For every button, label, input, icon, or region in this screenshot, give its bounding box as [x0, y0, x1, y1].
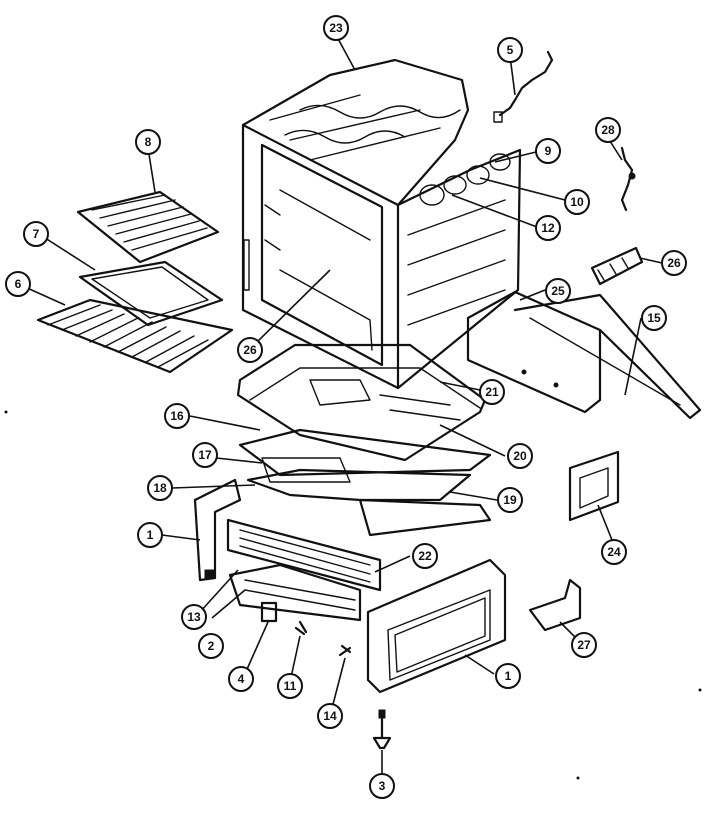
svg-text:3: 3	[379, 779, 386, 793]
callout-22: 22	[412, 543, 438, 569]
callout-23: 23	[323, 15, 349, 41]
side-and-back-panels	[466, 290, 702, 420]
callout-24: 24	[601, 539, 627, 565]
oven-rack	[36, 298, 234, 374]
svg-text:7: 7	[33, 227, 40, 241]
junction-box	[568, 450, 620, 522]
svg-text:21: 21	[485, 385, 499, 399]
svg-text:18: 18	[153, 481, 167, 495]
svg-text:12: 12	[541, 221, 555, 235]
svg-text:20: 20	[513, 449, 527, 463]
small-hardware	[260, 601, 392, 750]
storage-drawer	[228, 563, 362, 622]
callout-7: 7	[23, 221, 49, 247]
oven-body	[241, 58, 522, 390]
callout-6: 6	[5, 271, 31, 297]
callout-4: 4	[228, 666, 254, 692]
leg-bracket-left	[193, 478, 242, 582]
callout-2: 2	[198, 633, 224, 659]
anti-tip-bracket	[528, 578, 582, 632]
drawer-panel	[366, 558, 507, 694]
callout-5: 5	[497, 37, 523, 63]
svg-text:5: 5	[507, 43, 514, 57]
callout-27: 27	[571, 632, 597, 658]
svg-text:26: 26	[667, 256, 681, 270]
svg-text:17: 17	[198, 448, 212, 462]
callout-26-right: 26	[661, 250, 687, 276]
callout-16: 16	[164, 403, 190, 429]
svg-text:11: 11	[284, 679, 297, 693]
svg-text:6: 6	[15, 277, 22, 291]
callout-21: 21	[479, 379, 505, 405]
svg-text:15: 15	[647, 311, 661, 325]
burner-assembly	[238, 428, 492, 537]
callouts: 23 5 8 9 28 10 7 12	[5, 15, 687, 799]
oven-bottom	[236, 343, 487, 462]
callout-8: 8	[135, 129, 161, 155]
callout-15: 15	[641, 305, 667, 331]
callout-9: 9	[535, 138, 561, 164]
callout-11: 11	[277, 673, 303, 699]
svg-text:13: 13	[187, 610, 201, 624]
callout-12: 12	[535, 215, 561, 241]
callout-28: 28	[595, 117, 621, 143]
callout-14: 14	[317, 703, 343, 729]
svg-text:28: 28	[601, 123, 615, 137]
svg-text:16: 16	[170, 409, 184, 423]
leader-lines	[24, 34, 663, 782]
drawer-front-frame	[226, 518, 382, 592]
callout-18: 18	[147, 475, 173, 501]
broil-pan	[78, 260, 224, 327]
svg-text:1: 1	[505, 669, 512, 683]
svg-text:27: 27	[577, 638, 591, 652]
svg-text:23: 23	[329, 21, 343, 35]
broil-pan-insert	[76, 190, 220, 264]
callout-1-right: 1	[495, 663, 521, 689]
svg-text:9: 9	[545, 144, 552, 158]
callout-10: 10	[564, 189, 590, 215]
power-cord-part	[493, 50, 554, 123]
svg-text:10: 10	[570, 195, 584, 209]
callout-13: 13	[181, 604, 207, 630]
callout-19: 19	[497, 487, 523, 513]
callout-25: 25	[545, 278, 571, 304]
callout-26-left: 26	[237, 337, 263, 363]
callout-20: 20	[507, 443, 533, 469]
svg-text:22: 22	[418, 549, 432, 563]
callout-1-left: 1	[137, 522, 163, 548]
svg-text:14: 14	[323, 709, 337, 723]
hinge-bracket	[590, 246, 644, 286]
svg-text:26: 26	[243, 343, 257, 357]
svg-text:2: 2	[208, 639, 215, 653]
svg-text:19: 19	[503, 493, 517, 507]
svg-text:1: 1	[147, 528, 154, 542]
svg-text:24: 24	[607, 545, 621, 559]
svg-text:25: 25	[551, 284, 565, 298]
callout-17: 17	[192, 442, 218, 468]
wire-part	[620, 146, 636, 212]
svg-text:4: 4	[238, 672, 245, 686]
svg-text:8: 8	[145, 135, 152, 149]
callout-3: 3	[369, 773, 395, 799]
